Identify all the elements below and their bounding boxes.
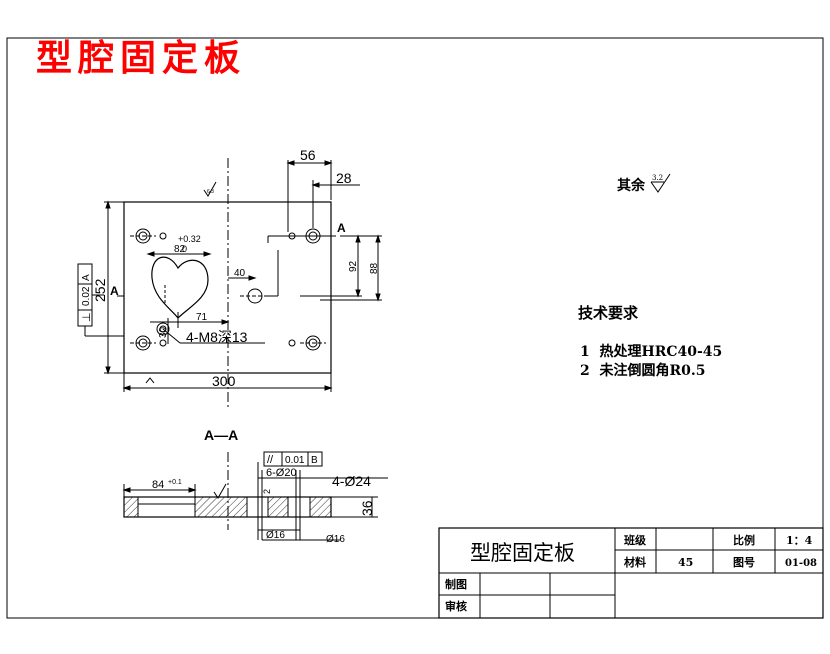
holes-4: 4-Ø24	[332, 473, 371, 489]
requirement-num-1: 1	[580, 344, 590, 360]
requirement-item-1: 1 热处理HRC40-45	[580, 341, 722, 361]
section-mark-left: A	[110, 284, 119, 298]
perp-symbol: ⊥	[81, 312, 93, 322]
section-view	[122, 451, 388, 541]
roughness-value: 3.2	[652, 174, 663, 182]
dim-28: 28	[336, 170, 352, 186]
drawing-no-label: 图号	[733, 556, 755, 569]
dim-40: 40	[234, 268, 246, 279]
tol-upper: +0.32	[178, 234, 201, 244]
dim-82: 82	[174, 244, 186, 255]
parallel-frame	[263, 451, 323, 467]
section-label: A—A	[204, 427, 238, 443]
dim-84-tol: +0.1	[168, 479, 182, 486]
section-mark-right: A	[337, 221, 346, 235]
requirement-text-2: 未注倒圆角R0.5	[599, 363, 706, 379]
dim-92: 92	[348, 260, 359, 272]
requirement-item-2: 2 未注倒圆角R0.5	[580, 360, 706, 380]
drawing-no-value: 01-08	[785, 558, 817, 569]
dim-71: 71	[196, 312, 208, 323]
roughness-note: 其余	[617, 177, 646, 194]
dim-36: 36	[359, 500, 375, 516]
tol-lower: 0	[182, 244, 187, 254]
checked-label: 审核	[445, 599, 467, 613]
heart-cavity	[151, 256, 209, 319]
par-datum: B	[311, 455, 318, 466]
perp-tol: 0.02	[81, 286, 92, 306]
plan-view	[77, 158, 382, 410]
material-value: 45	[678, 556, 693, 569]
holes-6: 6-Ø20	[266, 467, 297, 479]
perp-datum: A	[81, 274, 92, 281]
dim-56: 56	[300, 147, 316, 163]
requirements-title: 技术要求	[578, 304, 639, 322]
title-block	[438, 527, 824, 619]
thread-holes	[156, 232, 296, 347]
dim-2: 2	[262, 489, 272, 494]
drawn-label: 制图	[445, 577, 467, 591]
dim-84: 84	[152, 479, 164, 491]
dim-88: 88	[369, 262, 380, 274]
roughness-note-group: 其余 3.2	[617, 173, 671, 194]
dim-thread: 4-M8深13	[186, 329, 248, 345]
requirement-num-2: 2	[580, 363, 590, 379]
dim-300: 300	[212, 373, 236, 389]
dia-16-b: Ø16	[326, 534, 345, 545]
par-symbol: //	[267, 454, 274, 466]
class-label: 班级	[624, 533, 647, 547]
scale-value: 1：4	[786, 534, 813, 547]
roughness-small: 6.3	[207, 189, 214, 195]
dim-30: 30	[158, 326, 169, 338]
dia-16-a: Ø16	[266, 530, 285, 541]
material-label: 材料	[624, 555, 646, 569]
dim-252: 252	[92, 278, 108, 302]
par-tol: 0.01	[285, 455, 305, 466]
requirement-text-1: 热处理HRC40-45	[599, 344, 723, 360]
red-title: 型腔固定板	[36, 37, 247, 79]
sheet-border	[6, 37, 824, 619]
scale-label: 比例	[733, 533, 755, 547]
title-block-name: 型腔固定板	[470, 541, 575, 565]
